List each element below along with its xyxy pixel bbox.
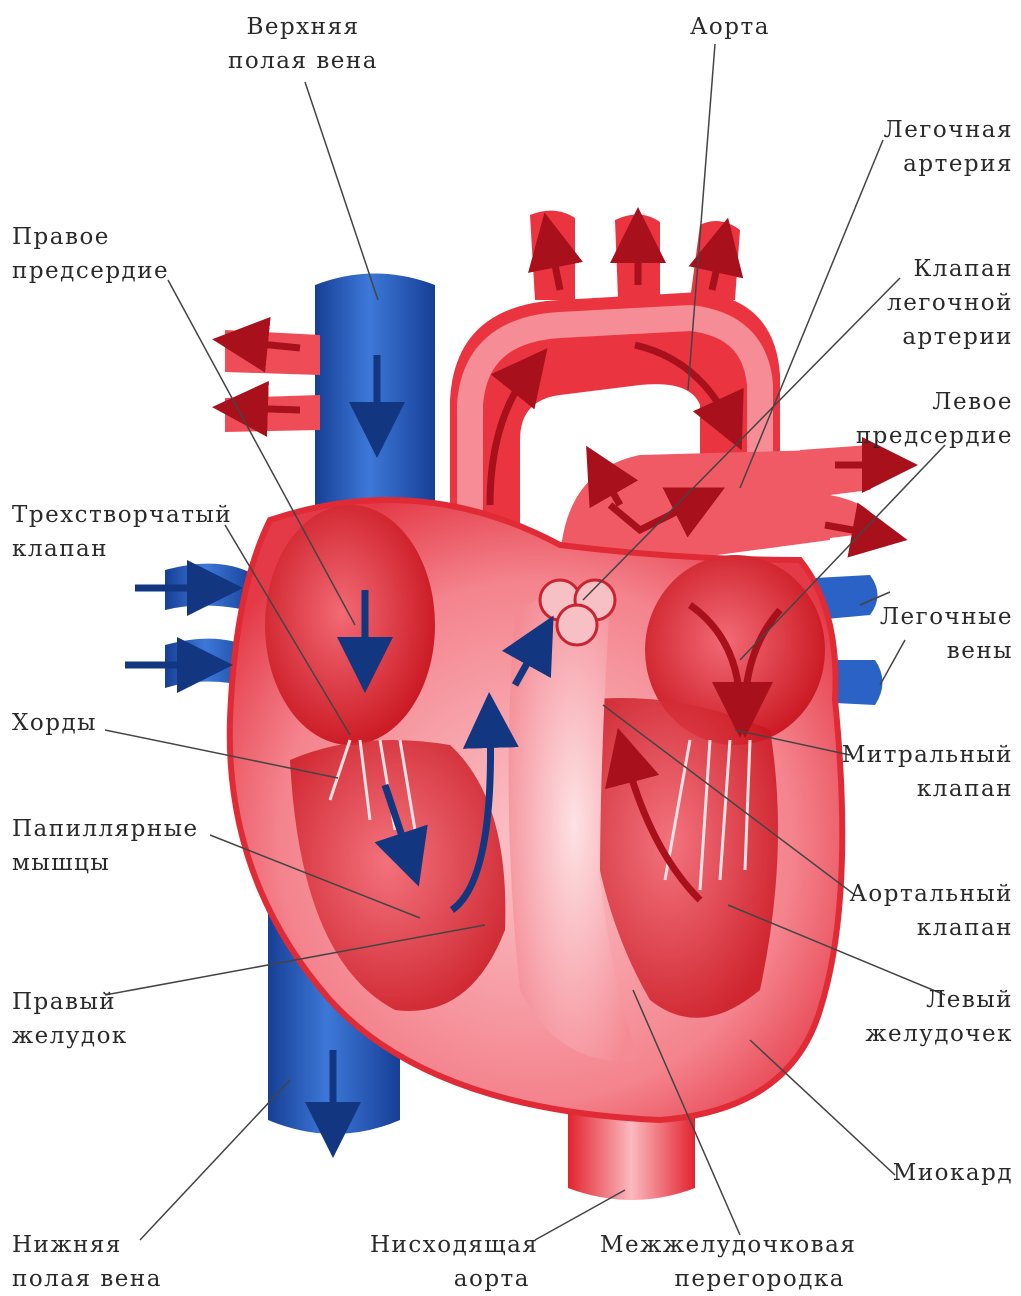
label-line: перегородка [600,1262,845,1296]
label-pulmonary-valve: Клапан легочной артерии [887,252,1013,354]
label-line: клапан [12,532,232,566]
label-line: Папиллярные [12,812,199,846]
label-line: Правый [12,985,128,1019]
label-line: вены [880,634,1013,668]
label-line: предсердие [12,254,169,288]
label-line: Легочная [884,113,1013,147]
label-line: Нисходящая [370,1228,530,1262]
label-line: клапан [849,911,1013,945]
label-line: желудочек [865,1017,1013,1051]
label-line: Миокард [893,1156,1013,1190]
label-line: Левое [856,385,1013,419]
label-line: аорта [370,1262,530,1296]
label-line: клапан [842,772,1013,806]
label-line: Аортальный [849,877,1013,911]
label-pulmonary-veins: Легочные вены [880,600,1013,668]
label-line: Клапан [887,252,1013,286]
label-left-atrium: Левое предсердие [856,385,1013,453]
label-left-ventricle: Левый желудочек [865,983,1013,1051]
label-myocardium: Миокард [893,1156,1013,1190]
label-aorta: Аорта [690,10,770,44]
label-aortic-valve: Аортальный клапан [849,877,1013,945]
label-line: Правое [12,220,169,254]
label-superior-vena-cava: Верхняя полая вена [228,10,378,78]
label-chordae: Хорды [12,706,97,740]
label-inferior-vena-cava: Нижняя полая вена [12,1228,162,1296]
label-right-atrium: Правое предсердие [12,220,169,288]
label-line: желудок [12,1019,128,1053]
label-descending-aorta: Нисходящая аорта [370,1228,530,1296]
right-atrium-chamber [265,505,435,745]
label-line: Межжелудочковая [600,1228,845,1262]
label-line: артерия [884,147,1013,181]
label-line: Легочные [880,600,1013,634]
label-line: Аорта [690,10,770,44]
label-line: Нижняя [12,1228,162,1262]
label-line: мышцы [12,846,199,880]
label-line: полая вена [12,1262,162,1296]
label-line: Левый [865,983,1013,1017]
label-line: легочной [887,286,1013,320]
label-septum: Межжелудочковая перегородка [600,1228,845,1296]
label-pulmonary-artery: Легочная артерия [884,113,1013,181]
label-mitral-valve: Митральный клапан [842,738,1013,806]
label-line: артерии [887,320,1013,354]
label-tricuspid-valve: Трехстворчатый клапан [12,498,232,566]
label-line: предсердие [856,419,1013,453]
label-line: Митральный [842,738,1013,772]
label-papillary-muscles: Папиллярные мышцы [12,812,199,880]
label-line: полая вена [228,44,378,78]
label-line: Хорды [12,706,97,740]
label-line: Верхняя [228,10,378,44]
label-line: Трехстворчатый [12,498,232,532]
label-right-ventricle: Правый желудок [12,985,128,1053]
